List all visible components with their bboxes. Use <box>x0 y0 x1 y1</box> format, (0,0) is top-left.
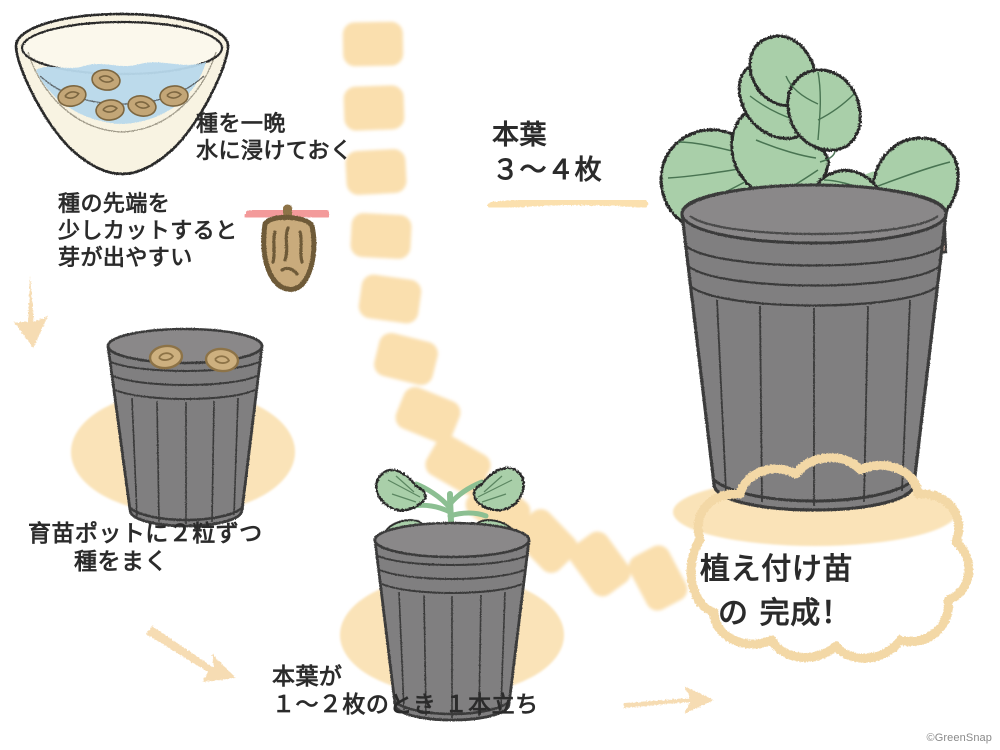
dashed-path <box>342 21 688 611</box>
speech-bubble-cloud <box>686 453 974 663</box>
arrow-right-to-bubble <box>624 686 714 714</box>
caption-seedling-complete: 植え付け苗の 完成！ <box>700 552 853 631</box>
caption-cut-seed-tip: 種の先端を少しカットすると芽が出やすい <box>58 192 238 271</box>
caption-sow-two-seeds: 育苗ポットに２粒ずつ種をまく <box>28 521 263 576</box>
pot-seed-group <box>148 344 240 373</box>
arrow-diagonal-down-right <box>146 626 236 682</box>
seed-closeup-with-cut <box>244 204 330 292</box>
water-bowl-with-seeds <box>14 12 230 176</box>
caption-underline <box>488 197 648 210</box>
nursery-pot-with-seedling <box>373 466 531 722</box>
arrow-down-left <box>14 276 48 348</box>
nursery-pot-with-seeds <box>106 327 264 528</box>
caption-soak-seeds: 種を一晩水に浸けておく <box>196 112 353 164</box>
large-pot-with-plant <box>659 34 960 512</box>
credit-label: ©GreenSnap <box>926 732 992 744</box>
bowl-seed-group <box>57 69 189 121</box>
